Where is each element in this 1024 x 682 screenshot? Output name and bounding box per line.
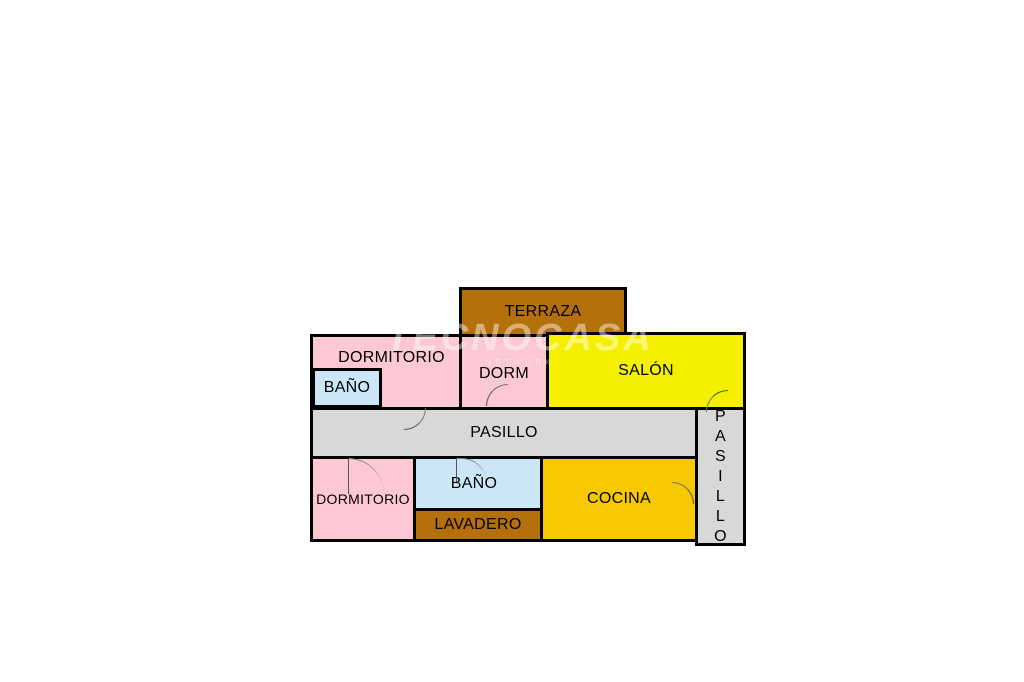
room-pasillo-vertical: P A S I L L O xyxy=(695,407,746,546)
pasillo-letter: A xyxy=(715,427,726,445)
room-label-lavadero: LAVADERO xyxy=(434,516,522,533)
room-label-dorm-small: DORM xyxy=(478,365,530,382)
room-salon: SALÓN xyxy=(546,332,746,410)
room-label-bano-top: BAÑO xyxy=(323,379,371,396)
pasillo-letter: L xyxy=(715,487,726,505)
room-label-pasillo-main: PASILLO xyxy=(470,424,538,441)
room-label-dormitorio-bottom: DORMITORIO xyxy=(316,491,410,507)
room-pasillo-main: PASILLO xyxy=(310,407,698,459)
room-terraza: TERRAZA xyxy=(459,287,627,337)
room-lavadero: LAVADERO xyxy=(413,508,543,542)
room-cocina: COCINA xyxy=(540,456,698,542)
pasillo-letter: L xyxy=(715,507,726,525)
room-label-cocina: COCINA xyxy=(586,490,652,507)
pasillo-letter: I xyxy=(718,467,723,485)
pasillo-letter: P xyxy=(715,407,726,425)
room-bano-bottom: BAÑO xyxy=(413,456,543,511)
pasillo-letter: O xyxy=(714,527,727,545)
room-bano-top: BAÑO xyxy=(312,368,382,408)
pasillo-letter: S xyxy=(715,447,726,465)
room-label-terraza: TERRAZA xyxy=(504,303,582,320)
room-label-dormitorio-top: DORMITORIO xyxy=(338,349,445,366)
room-label-salon: SALÓN xyxy=(618,362,674,379)
